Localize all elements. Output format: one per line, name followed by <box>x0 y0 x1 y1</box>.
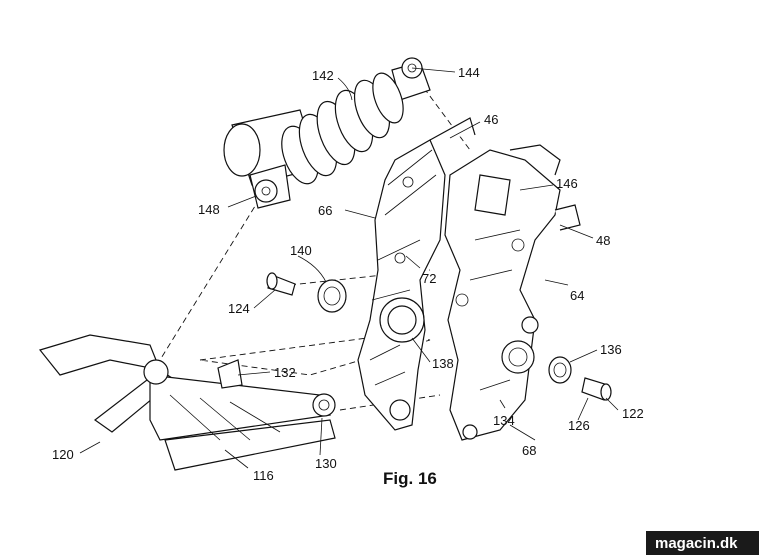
figure-caption: Fig. 16 <box>383 469 437 488</box>
watermark: magacin.dk <box>646 531 759 555</box>
bushing-136 <box>549 357 571 383</box>
swing-arm <box>40 335 335 470</box>
label-148: 148 <box>198 202 220 217</box>
label-122: 122 <box>622 406 644 421</box>
bolt-124 <box>267 273 295 295</box>
label-68: 68 <box>522 443 536 458</box>
label-116: 116 <box>253 468 274 483</box>
label-130: 130 <box>315 456 337 471</box>
label-136: 136 <box>600 342 622 357</box>
label-120: 120 <box>52 447 74 462</box>
label-64: 64 <box>570 288 584 303</box>
label-134: 134 <box>493 413 515 428</box>
watermark-text: magacin.dk <box>655 535 738 552</box>
bearings-and-fasteners <box>267 273 611 400</box>
label-66: 66 <box>318 203 332 218</box>
label-146: 146 <box>556 176 578 191</box>
label-48: 48 <box>596 233 610 248</box>
label-126: 126 <box>568 418 590 433</box>
label-142: 142 <box>312 68 334 83</box>
bolt-122 <box>582 378 611 400</box>
coil-spring <box>275 69 409 189</box>
right-frame-bracket <box>430 118 580 440</box>
bearing-140 <box>318 280 346 312</box>
label-132: 132 <box>274 365 296 380</box>
label-138: 138 <box>432 356 454 371</box>
label-140: 140 <box>290 243 312 258</box>
label-124: 124 <box>228 301 250 316</box>
label-144: 144 <box>458 65 480 80</box>
label-72: 72 <box>422 271 436 286</box>
label-46: 46 <box>484 112 498 127</box>
